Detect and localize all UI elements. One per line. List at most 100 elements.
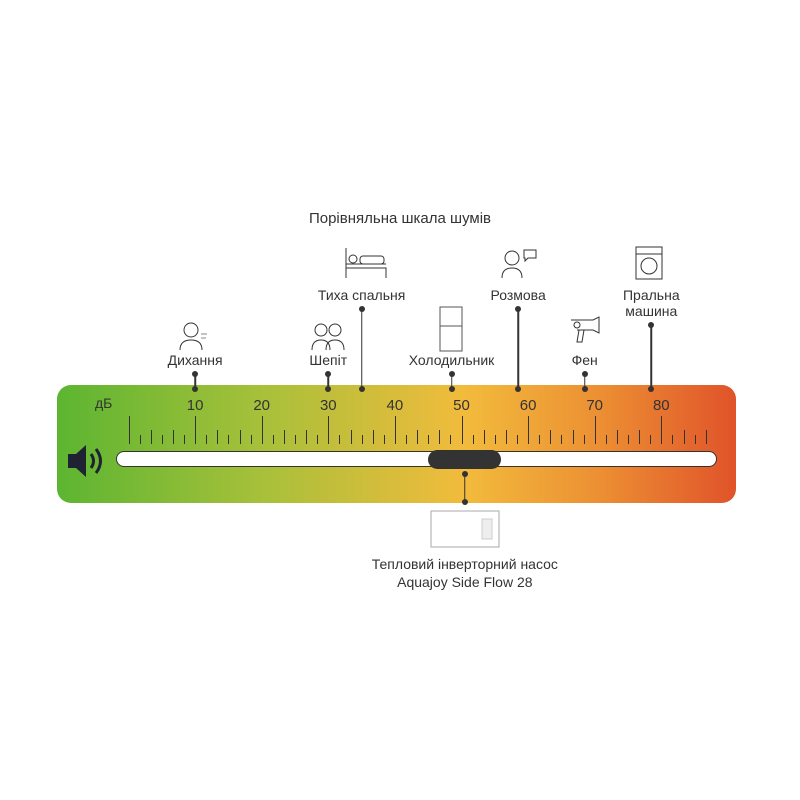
scale-tick (517, 435, 518, 444)
scale-tick (394, 416, 396, 444)
fridge-icon (439, 306, 462, 352)
marker-line (450, 374, 453, 389)
marker-dot (648, 322, 655, 328)
breathing-person-icon (179, 322, 208, 351)
noise-scale-bar (57, 385, 736, 503)
tick-label: 80 (652, 397, 670, 414)
marker-line (360, 309, 363, 389)
scale-tick (239, 430, 241, 444)
marker-dot (358, 306, 365, 312)
tick-label: 40 (386, 397, 404, 414)
scale-tick (572, 430, 574, 444)
marker-dot (358, 386, 365, 392)
scale-tick (694, 435, 696, 444)
product-dot (461, 499, 468, 505)
scale-tick (283, 430, 285, 444)
scale-tick (628, 435, 629, 444)
whispering-people-icon (311, 323, 345, 351)
scale-tick (217, 430, 219, 444)
product-line (464, 472, 466, 502)
scale-tick (650, 435, 652, 444)
slider-track (116, 451, 717, 467)
scale-tick (172, 430, 174, 444)
washing-machine-icon (635, 246, 663, 280)
scale-tick (683, 430, 685, 444)
scale-tick (128, 416, 130, 444)
scale-tick (339, 435, 341, 444)
marker-label-3: Тиха спальня (317, 287, 406, 303)
scale-tick (705, 430, 707, 444)
scale-tick (261, 416, 263, 444)
scale-tick (206, 435, 208, 444)
marker-dot (581, 371, 588, 377)
tick-label: 20 (253, 397, 271, 414)
product-dot (461, 471, 468, 477)
scale-tick (361, 435, 363, 444)
scale-tick (383, 435, 385, 444)
scale-tick (616, 430, 618, 444)
hair-dryer-icon (570, 316, 600, 343)
chart-title: Порівняльна шкала шумів (308, 210, 492, 227)
scale-tick (539, 435, 541, 444)
scale-tick (317, 435, 319, 444)
scale-tick (372, 430, 374, 444)
scale-tick (295, 435, 296, 444)
scale-tick (328, 416, 330, 444)
bed-icon (345, 248, 387, 278)
scale-tick (417, 430, 419, 444)
scale-tick (483, 430, 485, 444)
marker-label-4: Холодильник (408, 352, 495, 368)
scale-tick (250, 435, 252, 444)
marker-dot (192, 371, 199, 377)
tick-label: 70 (586, 397, 604, 414)
marker-line (194, 374, 196, 389)
tick-label: 10 (186, 397, 204, 414)
scale-tick (672, 435, 674, 444)
marker-label-7: Пральна машина (622, 287, 680, 319)
scale-tick (461, 416, 463, 444)
marker-label-5: Розмова (490, 287, 546, 303)
scale-tick (528, 416, 530, 444)
scale-tick (139, 435, 141, 444)
scale-tick (150, 430, 152, 444)
marker-dot (192, 386, 199, 392)
scale-tick (428, 435, 430, 444)
scale-tick (550, 430, 552, 444)
scale-tick (505, 430, 507, 444)
marker-dot (648, 386, 655, 392)
marker-line (517, 309, 519, 389)
marker-line (327, 374, 330, 389)
scale-tick (406, 435, 407, 444)
product-line1: Тепловий інверторний насос (371, 556, 558, 572)
scale-tick (350, 430, 352, 444)
marker-label-6: Фен (571, 352, 598, 368)
marker-dot (515, 386, 522, 392)
marker-label-2: Шепіт (309, 352, 348, 368)
tick-label: 60 (519, 397, 537, 414)
tick-label: 50 (453, 397, 470, 414)
scale-tick (184, 435, 185, 444)
marker-line (650, 325, 653, 389)
scale-tick (583, 435, 585, 444)
scale-tick (594, 416, 596, 444)
talking-person-icon (501, 249, 537, 279)
scale-tick (272, 435, 274, 444)
scale-tick (605, 435, 607, 444)
speaker-icon (68, 445, 102, 477)
scale-tick (639, 430, 641, 444)
marker-line (583, 374, 586, 389)
scale-tick (494, 435, 496, 444)
marker-dot (448, 371, 455, 377)
tick-label: 30 (319, 397, 337, 414)
scale-tick (228, 435, 230, 444)
product-label: Тепловий інверторний насос Aquajoy Side … (0, 555, 800, 591)
marker-dot (325, 371, 332, 377)
scale-tick (472, 435, 474, 444)
product-range-thumb (428, 450, 502, 469)
scale-tick (306, 430, 308, 444)
heat-pump-icon (430, 510, 500, 548)
marker-dot (448, 386, 455, 392)
marker-dot (581, 386, 588, 392)
scale-tick (561, 435, 563, 444)
marker-label-1: Дихання (167, 352, 223, 368)
